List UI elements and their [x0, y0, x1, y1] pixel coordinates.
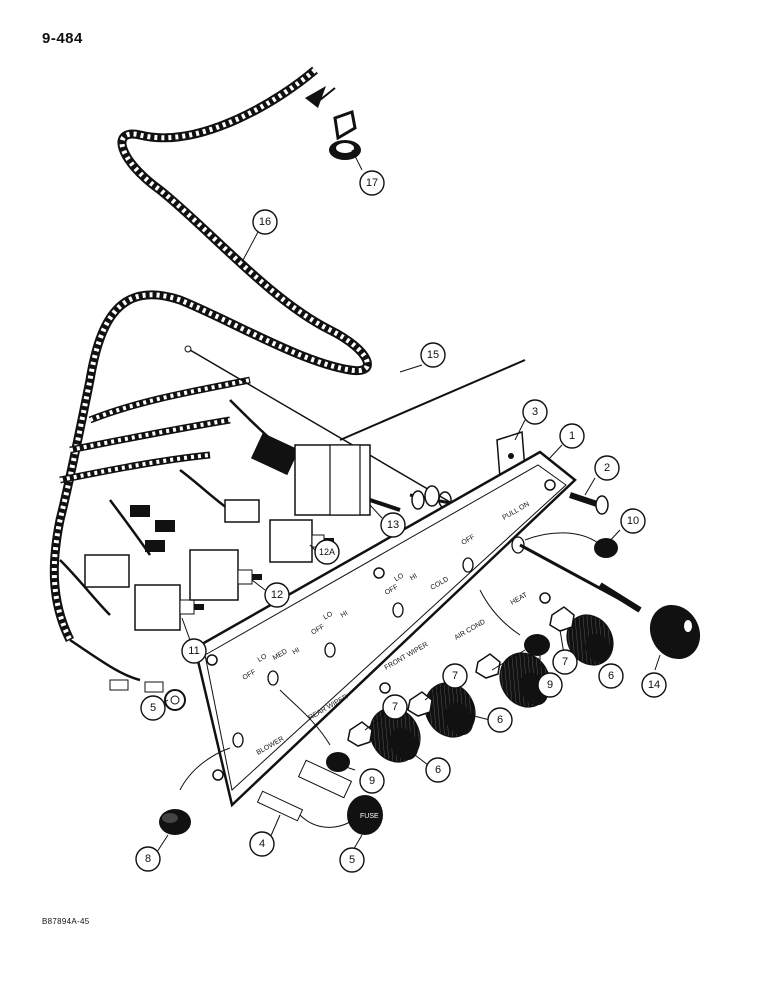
fuse-holder-5: FUSE [297, 759, 383, 835]
callout-7a: 7 [552, 649, 578, 675]
callout-4: 4 [249, 831, 275, 857]
callout-6b: 6 [487, 707, 513, 733]
cap-10 [594, 538, 618, 558]
caps-9 [326, 634, 550, 772]
svg-text:2: 2 [604, 462, 610, 474]
callout-5b: 5 [339, 847, 365, 873]
knob-6d [566, 614, 614, 666]
callout-11: 11 [181, 638, 207, 664]
callout-10: 10 [620, 508, 646, 534]
svg-text:4: 4 [259, 838, 265, 850]
svg-text:7: 7 [562, 656, 568, 668]
svg-text:16: 16 [259, 216, 271, 228]
label-heat: HEAT [510, 591, 530, 606]
svg-text:17: 17 [366, 177, 378, 189]
label-air-cond: AIR COND [454, 619, 487, 642]
svg-text:14: 14 [648, 679, 660, 691]
callout-2: 2 [594, 455, 620, 481]
callout-5a: 5 [140, 695, 166, 721]
callout-7b: 7 [442, 663, 468, 689]
svg-text:6: 6 [435, 764, 441, 776]
callout-16: 16 [252, 209, 278, 235]
callout-6c: 6 [425, 757, 451, 783]
page-number: 9-484 [42, 30, 83, 47]
callout-13: 13 [380, 512, 406, 538]
callout-6a: 6 [598, 663, 624, 689]
wiring-harness [49, 66, 372, 682]
callout-9b: 9 [359, 768, 385, 794]
callout-7c: 7 [382, 694, 408, 720]
knob-6b [424, 682, 476, 738]
harness-connectors [84, 432, 300, 693]
svg-text:6: 6 [608, 670, 614, 682]
label-blower-lo: LO [257, 653, 269, 664]
label-fuse: FUSE [360, 813, 379, 820]
figure-code: B87894A-45 [42, 917, 90, 926]
callout-9a: 9 [537, 672, 563, 698]
svg-text:11: 11 [188, 645, 199, 657]
callout-1: 1 [559, 423, 585, 449]
nuts-7 [347, 606, 575, 747]
callout-14: 14 [641, 672, 667, 698]
label-ac-lo: LO [393, 572, 405, 583]
svg-text:7: 7 [452, 670, 458, 682]
switch-11 [134, 584, 204, 631]
callout-17: 17 [359, 170, 385, 196]
callout-15: 15 [420, 342, 446, 368]
label-ac-hi: HI [409, 573, 419, 583]
cable-clamp [305, 86, 361, 160]
svg-text:5: 5 [349, 854, 355, 866]
screw-2 [569, 492, 609, 515]
switch-12 [189, 549, 262, 601]
svg-text:9: 9 [547, 679, 553, 691]
cap-8 [159, 809, 191, 835]
callout-12a: 12A [314, 539, 340, 565]
pull-knob-14 [519, 543, 701, 660]
svg-text:8: 8 [145, 853, 151, 865]
svg-text:6: 6 [497, 714, 503, 726]
svg-text:12: 12 [271, 589, 283, 601]
callout-8: 8 [135, 846, 161, 872]
washer-5 [164, 689, 186, 711]
callout-3: 3 [522, 399, 548, 425]
leader-lines [154, 149, 661, 856]
svg-text:15: 15 [427, 349, 439, 361]
svg-text:3: 3 [532, 406, 538, 418]
label-wiper-hi: HI [340, 610, 350, 620]
svg-text:5: 5 [150, 702, 156, 714]
label-blower-hi: HI [292, 647, 302, 657]
switch-13 [294, 444, 401, 516]
svg-text:9: 9 [369, 775, 375, 787]
svg-text:1: 1 [569, 430, 575, 442]
knob-6a [369, 707, 421, 763]
svg-text:7: 7 [392, 701, 398, 713]
svg-text:10: 10 [627, 515, 639, 527]
fuse-4 [256, 790, 304, 822]
svg-text:13: 13 [387, 519, 399, 531]
svg-text:12A: 12A [319, 547, 335, 557]
label-wiper-lo: LO [322, 610, 334, 621]
washers-13 [411, 485, 440, 510]
callout-12: 12 [264, 582, 290, 608]
